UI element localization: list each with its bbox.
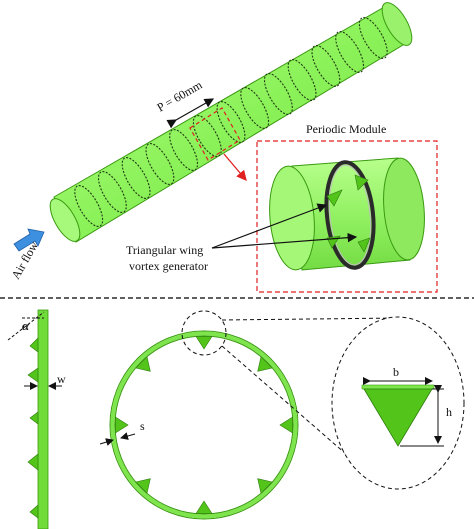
air-flow-arrow: [13, 228, 45, 252]
module-highlight: [189, 107, 247, 181]
module-wing-2: [354, 174, 369, 191]
alpha-angle-line: [7, 311, 45, 341]
s-arrow-out: [99, 438, 114, 446]
tube-vg-ring: [240, 87, 270, 129]
side-wing-5: [29, 504, 39, 519]
ring-wing: [135, 356, 151, 372]
ring-zoom-circle: [181, 310, 227, 356]
tube-vg-ring: [216, 101, 246, 143]
module-wing-1: [326, 189, 343, 207]
pitch-arrow: [166, 98, 215, 129]
module-vg-ring: [324, 160, 376, 270]
ring-wing: [257, 478, 273, 494]
wing-detail-base: [361, 384, 435, 390]
ring-wing: [257, 356, 273, 372]
s-label: s: [140, 419, 145, 433]
module-cylinder-right-end: [383, 157, 425, 261]
tube-vg-ring: [145, 143, 175, 185]
ring-wings: [115, 336, 293, 514]
air-flow-indicator: Air flow: [8, 228, 45, 282]
vg-pointer-2: [211, 232, 358, 249]
side-wing-4: [27, 453, 39, 471]
ring-inner: [114, 335, 294, 515]
ring-wing: [195, 336, 213, 350]
ring-wing: [115, 416, 129, 434]
module-highlight-arrow: [223, 153, 247, 181]
zoom-connector-top: [221, 317, 401, 321]
periodic-module-title: Periodic Module: [306, 122, 386, 136]
ring-front-view: s: [99, 310, 299, 520]
tube-vg-ring: [121, 157, 151, 199]
vg-pointer-1: [211, 203, 328, 249]
periodic-module-inset: Periodic Module: [256, 122, 438, 293]
tube-vg-rings: [74, 17, 388, 227]
ring-wing: [135, 478, 151, 494]
s-arrow-in: [120, 432, 136, 440]
vg-callout: Triangular wing vortex generator: [126, 203, 358, 273]
air-flow-label: Air flow: [8, 239, 41, 282]
wing-detail-triangle: [363, 388, 433, 447]
pitch-label: P = 60mm: [155, 77, 206, 114]
vg-label-line1: Triangular wing: [126, 243, 203, 257]
w-label: w: [57, 372, 66, 386]
side-strip-view: α w: [7, 309, 66, 529]
wing-detail: b h: [331, 316, 465, 490]
tube-inlet-end: [49, 198, 81, 242]
ring-band: [110, 331, 298, 519]
side-wing-1: [29, 337, 39, 353]
ring-wing: [279, 416, 293, 434]
b-label: b: [393, 365, 399, 379]
tube-vg-ring: [169, 129, 199, 171]
tube-vg-ring: [97, 171, 127, 213]
side-wing-3: [29, 411, 39, 425]
vg-label-line2: vortex generator: [129, 259, 208, 273]
module-wing-4: [357, 237, 371, 253]
side-strip: [37, 309, 49, 529]
tube-outlet-end: [381, 2, 413, 46]
tube-vg-ring: [74, 185, 104, 227]
alpha-label: α: [22, 318, 30, 333]
periodic-module-frame: [256, 140, 438, 293]
h-label: h: [446, 405, 452, 419]
zoom-connector-bottom: [221, 345, 363, 469]
ring-outer: [109, 330, 299, 520]
ring-wing: [195, 500, 213, 514]
module-vg-ring-inner: [328, 164, 372, 266]
side-wing-2: [27, 367, 39, 383]
